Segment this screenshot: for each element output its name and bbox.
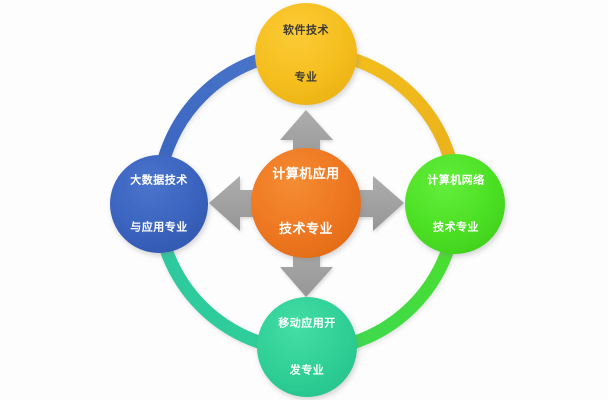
node-circle-left[interactable]	[110, 155, 208, 253]
center-hub-circle[interactable]	[251, 148, 361, 258]
arrow-left-icon	[209, 176, 269, 231]
node-circles	[110, 3, 505, 397]
diagram-svg	[110, 3, 505, 397]
node-circle-right[interactable]	[405, 154, 505, 254]
arrow-right-icon	[344, 176, 404, 231]
node-circle-bottom[interactable]	[257, 297, 357, 397]
diagram-canvas: 计算机应用 技术专业 软件技术 专业 计算机网络 技术专业 移动应用开 发专业 …	[110, 3, 505, 397]
node-circle-top[interactable]	[255, 3, 357, 105]
